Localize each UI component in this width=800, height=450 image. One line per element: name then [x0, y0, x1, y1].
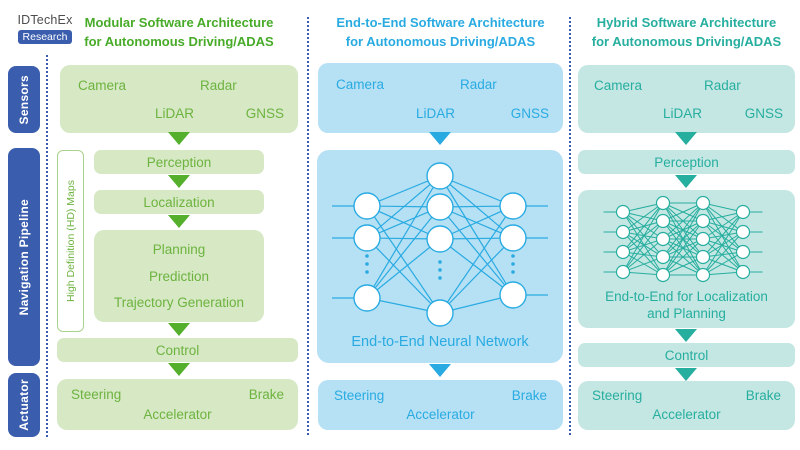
- pipeline-box-localization: Localization: [94, 190, 264, 214]
- flow-arrow: [168, 323, 190, 336]
- sensor-radar: Radar: [704, 78, 741, 93]
- hd-maps-box: High Definition (HD) Maps: [57, 150, 84, 332]
- sensor-gnss: GNSS: [245, 106, 284, 121]
- nn-box-end-to-end: End-to-End Neural Network: [317, 150, 563, 363]
- brand-logo: IDTechEx Research: [16, 13, 74, 45]
- sensor-camera: Camera: [594, 78, 643, 93]
- actuator-brake: Brake: [511, 388, 547, 403]
- flow-arrow: [168, 363, 190, 376]
- row-label-navigation-pipeline-text: Navigation Pipeline: [17, 198, 31, 316]
- column-title-modular: Modular Software Architecture for Autono…: [58, 13, 300, 51]
- pipeline-box-control: Control: [57, 338, 298, 362]
- nn-label-hybrid: End-to-End for Localization and Planning: [578, 288, 795, 322]
- row-label-actuator: Actuator: [8, 373, 40, 437]
- divider-dotted-middle: [307, 17, 309, 435]
- row-label-sensors: Sensors: [8, 66, 40, 133]
- pipeline-box-perception-hybrid: Perception: [578, 150, 795, 174]
- nn-box-hybrid: End-to-End for Localization and Planning: [578, 190, 795, 328]
- pipeline-box-perception: Perception: [94, 150, 264, 174]
- actuator-steering: Steering: [71, 387, 122, 402]
- planning-label: Planning: [152, 241, 206, 257]
- pipeline-box-planning: Planning Prediction Trajectory Generatio…: [94, 230, 264, 322]
- logo-brand-text: IDTechEx: [17, 13, 73, 27]
- actuator-box-modular: Steering Brake Accelerator: [57, 379, 298, 430]
- sensors-box-modular: Camera Radar LiDAR GNSS: [60, 65, 298, 133]
- column-title-hybrid: Hybrid Software Architecture for Autonom…: [578, 13, 795, 51]
- flow-arrow: [675, 132, 697, 145]
- prediction-label: Prediction: [148, 268, 210, 284]
- pipeline-box-control-hybrid: Control: [578, 343, 795, 367]
- localization-label: Localization: [143, 194, 215, 210]
- actuator-accelerator: Accelerator: [652, 407, 721, 422]
- column-title-end-to-end-line1: End-to-End Software Architecture: [336, 15, 545, 30]
- actuator-brake: Brake: [248, 387, 284, 402]
- nn-label-end-to-end: End-to-End Neural Network: [317, 334, 563, 351]
- sensor-lidar: LiDAR: [416, 106, 456, 121]
- row-label-actuator-text: Actuator: [17, 379, 31, 431]
- column-title-end-to-end-line2: for Autonomous Driving/ADAS: [345, 34, 536, 49]
- hd-maps-label: High Definition (HD) Maps: [64, 180, 77, 302]
- sensor-camera: Camera: [78, 78, 127, 93]
- sensor-gnss: GNSS: [510, 106, 549, 121]
- flow-arrow: [675, 175, 697, 188]
- trajectory-generation-label: Trajectory Generation: [113, 295, 245, 311]
- flow-arrow: [675, 368, 697, 381]
- flow-arrow: [429, 132, 451, 145]
- column-title-hybrid-line1: Hybrid Software Architecture: [596, 15, 777, 30]
- nn-label-line2: and Planning: [647, 306, 726, 321]
- sensor-gnss: GNSS: [744, 106, 783, 121]
- flow-arrow: [168, 132, 190, 145]
- sensor-camera: Camera: [336, 77, 385, 92]
- sensor-lidar: LiDAR: [663, 106, 703, 121]
- column-title-modular-line2: for Autonomous Driving/ADAS: [84, 34, 274, 49]
- sensor-radar: Radar: [460, 77, 497, 92]
- perception-label: Perception: [146, 154, 212, 170]
- actuator-steering: Steering: [334, 388, 385, 403]
- actuator-brake: Brake: [745, 388, 781, 403]
- neural-network-graphic: [603, 195, 763, 283]
- sensor-lidar: LiDAR: [155, 106, 195, 121]
- flow-arrow: [675, 329, 697, 342]
- column-title-end-to-end: End-to-End Software Architecture for Aut…: [318, 13, 563, 51]
- row-label-sensors-text: Sensors: [17, 74, 31, 125]
- flow-arrow: [168, 215, 190, 228]
- column-title-hybrid-line2: for Autonomous Driving/ADAS: [591, 34, 782, 49]
- flow-arrow: [429, 364, 451, 377]
- nn-label-line1: End-to-End for Localization: [605, 289, 768, 304]
- actuator-accelerator: Accelerator: [406, 407, 475, 422]
- control-label: Control: [664, 347, 709, 363]
- actuator-accelerator: Accelerator: [143, 407, 212, 422]
- divider-dotted-left: [46, 55, 48, 437]
- divider-dotted-right: [569, 17, 571, 435]
- control-label: Control: [155, 342, 200, 358]
- column-title-modular-line1: Modular Software Architecture: [84, 15, 274, 30]
- nn-label-text: End-to-End Neural Network: [351, 334, 529, 350]
- sensors-box-hybrid: Camera Radar LiDAR GNSS: [578, 65, 795, 133]
- perception-label: Perception: [654, 154, 719, 170]
- sensor-radar: Radar: [200, 78, 237, 93]
- actuator-box-end-to-end: Steering Brake Accelerator: [318, 380, 563, 430]
- neural-network-graphic: [332, 162, 548, 327]
- actuator-steering: Steering: [592, 388, 643, 403]
- actuator-box-hybrid: Steering Brake Accelerator: [578, 381, 795, 430]
- flow-arrow: [168, 175, 190, 188]
- row-label-navigation-pipeline: Navigation Pipeline: [8, 148, 40, 366]
- logo-research-badge: Research: [17, 30, 73, 44]
- sensors-box-end-to-end: Camera Radar LiDAR GNSS: [318, 63, 563, 133]
